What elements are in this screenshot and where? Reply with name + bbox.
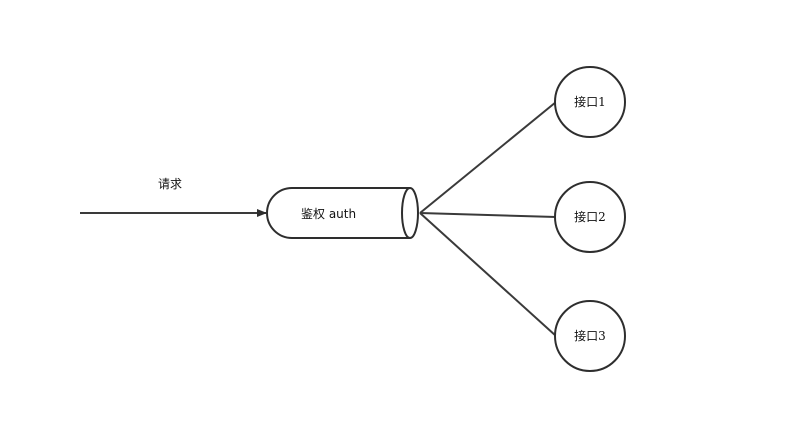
endpoint-node-3[interactable]: 接口3 (554, 300, 626, 372)
endpoint-label-2: 接口2 (574, 209, 606, 224)
endpoint-node-1[interactable]: 接口1 (554, 66, 626, 138)
cylinder-end-cap (401, 187, 411, 239)
endpoint-circle-3 (554, 300, 626, 372)
endpoint-label-1: 接口1 (574, 94, 606, 109)
connector-to-endpoint-2 (419, 212, 557, 218)
endpoint-label-3: 接口3 (574, 328, 606, 343)
auth-gateway-node[interactable]: 鉴权 auth (266, 187, 419, 239)
endpoint-node-2[interactable]: 接口2 (554, 181, 626, 253)
connector-to-endpoint-1 (419, 101, 557, 214)
gateway-label: 鉴权 auth (301, 207, 356, 221)
connector-to-endpoint-3 (419, 212, 557, 337)
request-label: 请求 (158, 177, 182, 191)
endpoint-circle-1 (554, 66, 626, 138)
endpoint-circle-2 (554, 181, 626, 253)
